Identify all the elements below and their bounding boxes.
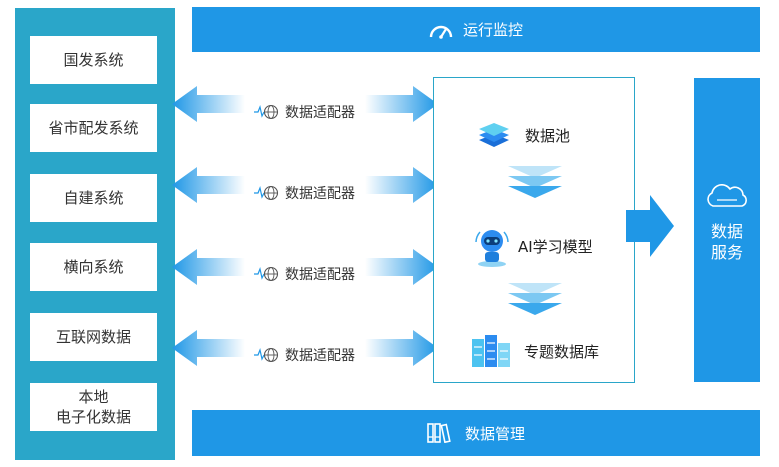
arrow-pair <box>172 330 438 366</box>
arrow-pair <box>172 86 438 122</box>
data-management-bar: 数据管理 <box>192 410 760 456</box>
robot-icon <box>475 230 509 267</box>
adapter-label: 数据适配器 <box>253 263 371 285</box>
monitor-label: 运行监控 <box>462 21 523 39</box>
gauge-icon <box>429 25 453 39</box>
service-label-line1: 数据 <box>710 222 743 241</box>
globe-signal-icon <box>254 347 279 363</box>
data-pool-box <box>433 77 635 383</box>
arrow-pair <box>172 249 438 285</box>
topic-db-item: 专题数据库 <box>470 333 599 369</box>
adapter-label: 数据适配器 <box>253 101 371 123</box>
system-item: 省市配发系统 <box>30 104 157 152</box>
system-item: 自建系统 <box>30 174 157 222</box>
down-chevrons-icon <box>508 283 562 315</box>
system-item: 互联网数据 <box>30 313 157 361</box>
globe-signal-icon <box>254 104 279 120</box>
server-blocks-icon <box>472 335 510 367</box>
service-label-line2: 服务 <box>710 243 743 262</box>
data-service-panel: 数据 服务 <box>694 78 760 382</box>
globe-signal-icon <box>254 266 279 282</box>
cloud-icon <box>707 184 747 207</box>
down-chevrons-icon <box>508 166 562 198</box>
adapter-label: 数据适配器 <box>253 344 371 366</box>
arrow-pair <box>172 167 438 203</box>
ai-model-item: AI学习模型 <box>472 224 593 268</box>
adapter-label: 数据适配器 <box>253 182 371 204</box>
system-item: 本地 电子化数据 <box>30 383 157 431</box>
system-item: 国发系统 <box>30 36 157 84</box>
data-pool-item: 数据池 <box>477 120 570 150</box>
system-item: 横向系统 <box>30 243 157 291</box>
layers-icon <box>479 123 509 147</box>
right-arrow <box>626 195 674 257</box>
monitor-bar: 运行监控 <box>192 7 760 52</box>
data-management-label: 数据管理 <box>464 424 525 443</box>
arrows-layer <box>172 86 438 366</box>
globe-signal-icon <box>254 185 279 201</box>
binders-icon <box>427 423 451 443</box>
